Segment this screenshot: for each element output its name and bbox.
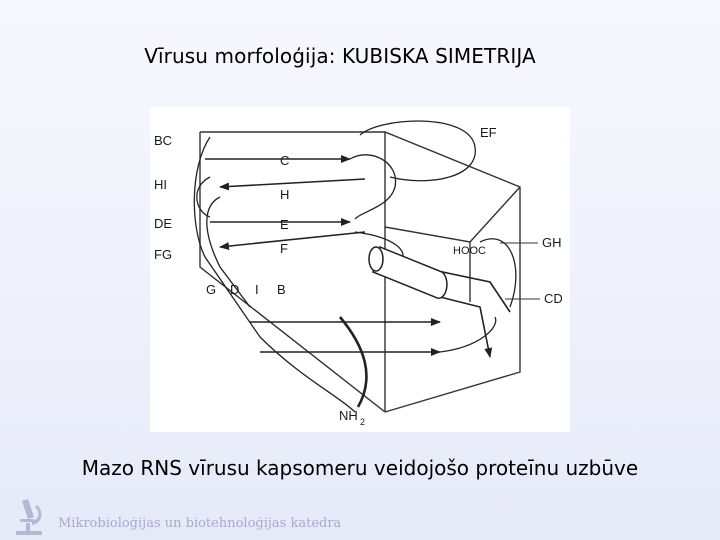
label-BC: BC	[154, 133, 172, 148]
beta-strands	[205, 159, 510, 357]
label-CD: CD	[544, 291, 563, 306]
connecting-loops	[194, 121, 516, 412]
jelly-roll-diagram-svg: BC HI DE FG C H E F G D I B EF GH CD HOO…	[150, 107, 570, 432]
wedge-outline	[200, 132, 520, 412]
strand-label-H: H	[280, 187, 289, 202]
footer: Mikrobioloģijas un biotehnoloģijas kated…	[10, 497, 430, 537]
helix-cylinder	[369, 247, 447, 298]
institution-name: Mikrobioloģijas un biotehnoloģijas kated…	[58, 516, 341, 531]
label-FG: FG	[154, 247, 172, 262]
capsomer-protein-diagram: BC HI DE FG C H E F G D I B EF GH CD HOO…	[150, 107, 570, 432]
slide-title: Vīrusu morfoloģija: KUBISKA SIMETRIJA	[0, 44, 680, 68]
strand-label-C: C	[280, 153, 289, 168]
label-I: I	[255, 282, 259, 297]
strand-label-F: F	[280, 241, 288, 256]
strand-label-E: E	[280, 217, 289, 232]
label-n-terminus-sub: 2	[360, 417, 365, 427]
label-c-terminus: HOOC	[453, 245, 486, 257]
label-HI: HI	[154, 177, 167, 192]
label-DE: DE	[154, 216, 172, 231]
label-EF: EF	[480, 125, 497, 140]
label-G: G	[206, 282, 216, 297]
label-B: B	[277, 282, 286, 297]
microscope-icon	[10, 497, 50, 537]
label-GH: GH	[542, 235, 562, 250]
label-D: D	[230, 282, 239, 297]
figure-caption: Mazo RNS vīrusu kapsomeru veidojošo prot…	[0, 456, 720, 480]
label-n-terminus: NH	[339, 408, 358, 423]
n-terminus-tail	[340, 317, 366, 407]
